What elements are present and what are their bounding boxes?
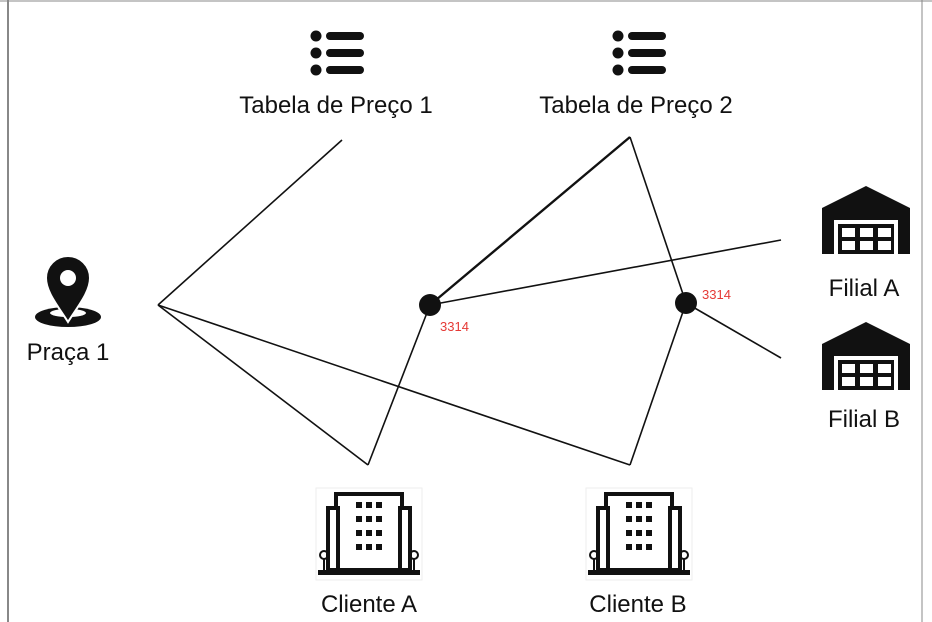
node-cliente-b: Cliente B — [584, 486, 694, 618]
office-building-icon — [314, 486, 424, 582]
node-tabela-preco-1: Tabela de Preço 1 — [239, 30, 433, 119]
edge-praca-cliente-b — [157, 304, 631, 466]
warehouse-icon — [822, 186, 910, 254]
cliente-a-label: Cliente A — [321, 591, 417, 618]
edge-cliente-b-junction-right — [629, 302, 687, 466]
junction-left-code: 3314 — [440, 319, 469, 334]
edge-praca-tabela1 — [157, 139, 343, 306]
edge-junction-right-filial-b — [685, 302, 782, 359]
node-filial-a: Filial A — [822, 186, 910, 302]
tabela-1-label: Tabela de Preço 1 — [239, 92, 432, 119]
list-icon — [612, 30, 666, 76]
location-pin-icon — [35, 255, 101, 327]
junction-right-code: 3314 — [702, 287, 731, 302]
edge-junction-left-filial-a — [429, 239, 782, 306]
tabela-2-label: Tabela de Preço 2 — [539, 92, 732, 119]
filial-a-label: Filial A — [829, 275, 900, 302]
node-tabela-preco-2: Tabela de Preço 2 — [539, 30, 733, 119]
praca-label: Praça 1 — [27, 339, 110, 366]
list-icon — [310, 30, 364, 76]
edge-praca-cliente-a — [157, 304, 369, 466]
edge-junction-left-tabela2 — [429, 136, 631, 306]
junction-right — [675, 292, 697, 314]
node-filial-b: Filial B — [822, 322, 910, 433]
warehouse-icon — [822, 322, 910, 390]
node-praca-1: Praça 1 — [27, 255, 110, 366]
edge-cliente-a-junction-left — [367, 304, 431, 466]
filial-b-label: Filial B — [828, 406, 900, 433]
node-cliente-a: Cliente A — [314, 486, 424, 618]
junction-left — [419, 294, 441, 316]
office-building-icon — [584, 486, 694, 582]
edge-tabela2-junction-right — [629, 136, 687, 304]
cliente-b-label: Cliente B — [589, 591, 686, 618]
connectors — [157, 136, 782, 466]
